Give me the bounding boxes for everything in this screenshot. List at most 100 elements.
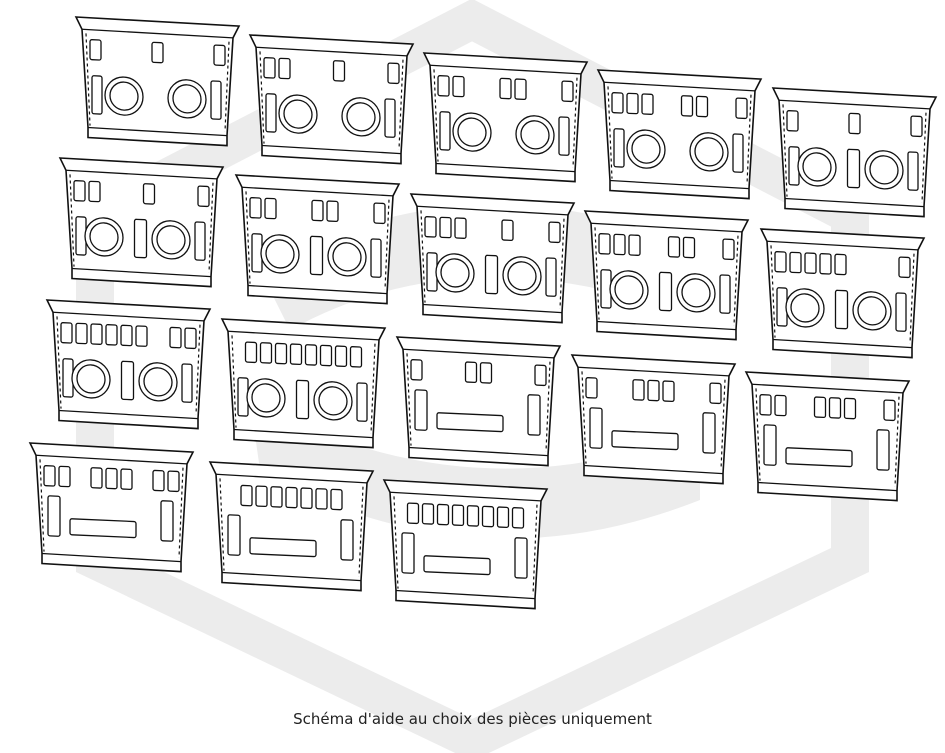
dial-inner <box>172 84 202 114</box>
top-slot <box>89 39 102 61</box>
center-slot <box>658 271 673 312</box>
part-rim-line <box>590 222 743 233</box>
top-slot <box>90 467 103 489</box>
center-slot <box>846 148 861 189</box>
part-drawing <box>248 34 415 165</box>
part-drawing <box>422 52 589 183</box>
top-slot <box>695 95 709 118</box>
top-slot <box>667 236 681 258</box>
display-window <box>436 412 504 433</box>
side-slot <box>907 151 919 191</box>
top-slot <box>120 468 133 491</box>
part-rim-line <box>389 491 542 502</box>
top-slot <box>496 506 510 529</box>
top-slot <box>709 382 722 405</box>
side-slot <box>227 514 241 556</box>
part-drawing <box>58 157 225 288</box>
top-slot <box>561 80 574 103</box>
top-slot <box>641 93 654 115</box>
top-slot <box>534 364 547 387</box>
top-slot <box>264 197 277 220</box>
part-base-line <box>583 464 724 475</box>
dial-inner <box>440 258 470 288</box>
dial-inner <box>507 261 537 291</box>
top-slot <box>454 217 467 239</box>
top-slot <box>735 97 748 120</box>
top-slot <box>632 379 645 401</box>
center-slot <box>309 235 324 276</box>
part-rim-line <box>778 99 931 110</box>
diagram-caption: Schéma d'aide au choix des pièces unique… <box>293 710 652 728</box>
side-slot <box>384 98 396 138</box>
top-slot <box>682 236 696 259</box>
top-slot <box>834 253 847 276</box>
top-slot <box>240 484 253 507</box>
center-slot <box>834 289 849 330</box>
dial-inner <box>283 99 313 129</box>
side-slot <box>340 519 354 561</box>
top-slot <box>436 503 450 526</box>
part-drawing <box>771 87 938 218</box>
display-window <box>249 537 317 558</box>
part-base-line <box>784 197 925 208</box>
part-base-line <box>609 179 750 190</box>
side-slot <box>47 495 61 537</box>
top-slot <box>315 488 328 510</box>
dial-inner <box>265 239 295 269</box>
top-slot <box>481 505 495 528</box>
part-rim-line <box>215 473 368 484</box>
part-rim-line <box>751 383 904 394</box>
top-slot <box>774 251 787 273</box>
dial-inner <box>802 152 832 182</box>
top-slot <box>514 78 527 101</box>
top-slot <box>548 221 561 244</box>
part-drawing <box>28 442 195 573</box>
side-slot <box>719 274 731 314</box>
top-slot <box>88 180 101 203</box>
top-slot <box>611 92 624 114</box>
part-base-line <box>247 284 388 295</box>
top-slot <box>598 233 611 255</box>
display-window <box>611 430 679 451</box>
top-slot <box>120 324 133 347</box>
dial-inner <box>520 120 550 150</box>
part-base-line <box>395 589 536 600</box>
part-outline <box>744 371 911 502</box>
top-slot <box>437 75 450 97</box>
part-rim-line <box>402 348 555 359</box>
top-slot <box>421 503 435 525</box>
top-slot <box>910 115 923 138</box>
top-slot <box>75 322 88 345</box>
side-slot <box>160 500 174 542</box>
top-slot <box>278 57 291 80</box>
top-slot <box>304 344 318 366</box>
top-slot <box>349 346 363 368</box>
top-slot <box>613 233 626 256</box>
top-slot <box>330 488 343 511</box>
side-slot <box>876 429 890 471</box>
part-outline <box>28 442 195 573</box>
part-drawing <box>234 174 401 305</box>
side-slot <box>732 133 744 173</box>
part-base-line <box>261 144 402 155</box>
top-slot <box>813 396 827 419</box>
dial-inner <box>318 386 348 416</box>
display-window <box>423 555 491 576</box>
top-slot <box>819 253 832 275</box>
part-drawing <box>45 299 212 430</box>
side-slot <box>439 111 451 151</box>
part-base-line <box>422 303 563 314</box>
side-slot <box>356 382 368 422</box>
top-slot <box>387 62 400 85</box>
center-slot <box>120 360 135 401</box>
dial-inner <box>143 367 173 397</box>
part-rim-line <box>577 366 730 377</box>
part-drawing <box>409 193 576 324</box>
top-slot <box>151 41 164 64</box>
top-slot <box>628 234 641 256</box>
part-drawing <box>395 336 562 467</box>
side-slot <box>702 412 716 454</box>
top-slot <box>680 95 694 117</box>
top-slot <box>169 326 182 349</box>
dial-inner <box>790 293 820 323</box>
